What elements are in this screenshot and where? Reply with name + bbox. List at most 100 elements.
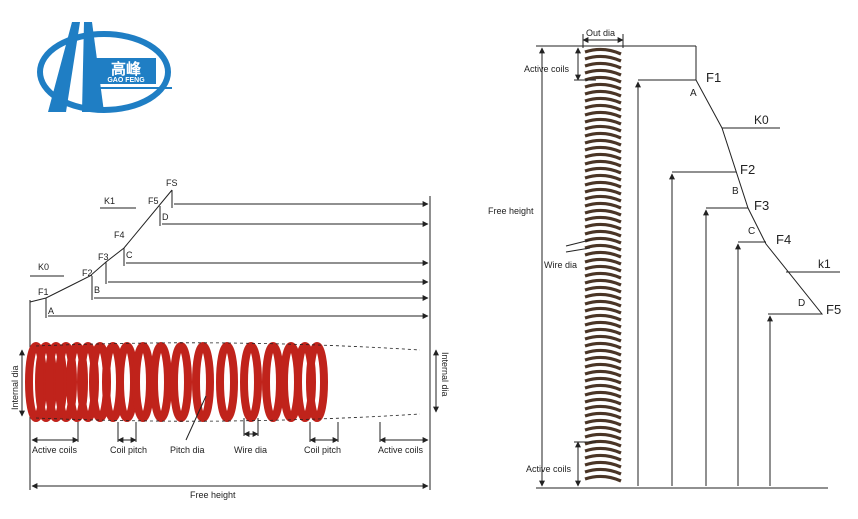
logo-english-name: GAO FENG [107, 77, 145, 84]
wire-dia-right-leader-2 [565, 247, 591, 253]
red-coil-turn [150, 342, 172, 422]
dark-coil-turn [584, 320, 622, 329]
red-coil-turn [116, 342, 138, 422]
right-spring [584, 47, 622, 483]
left-spring [25, 342, 421, 422]
dark-coil-turn [584, 292, 622, 301]
left-label-b: B [94, 285, 100, 295]
dark-coil-turn [584, 194, 622, 203]
dark-coil-turn [584, 103, 622, 112]
internal-dia-left-label: Internal dia [10, 365, 20, 410]
dark-coil-turn [584, 432, 622, 441]
active-coils-left-label: Active coils [32, 445, 78, 455]
dark-coil-turn [584, 341, 622, 350]
active-coils-top-label: Active coils [524, 64, 570, 74]
right-label-f5: F5 [826, 302, 841, 317]
pitch-dia-label: Pitch dia [170, 445, 205, 455]
logo-mountain-right [82, 22, 104, 112]
dark-coil-turn [584, 411, 622, 420]
dark-coil-turn [584, 348, 622, 357]
wire-dia-left-label: Wire dia [234, 445, 267, 455]
dark-coil-turn [584, 250, 622, 259]
pitch-dia-outline [35, 342, 421, 422]
right-label-f3: F3 [754, 198, 769, 213]
dark-coil-turn [584, 327, 622, 336]
logo-mountain-left [48, 22, 80, 112]
dark-coil-turn [584, 390, 622, 399]
dark-coil-turn [584, 138, 622, 147]
dark-coil-turn [584, 152, 622, 161]
pitch-dia-leader [185, 395, 207, 441]
dark-coil-turn [584, 89, 622, 98]
red-coil-turn [192, 342, 214, 422]
dark-coil-turn [584, 264, 622, 273]
dark-coil-turn [584, 131, 622, 140]
dark-coil-turn [584, 334, 622, 343]
red-coil-turn [306, 342, 328, 422]
dark-coil-turn [584, 460, 622, 469]
coil-pitch-right-label: Coil pitch [304, 445, 341, 455]
dark-coil-turn [584, 278, 622, 287]
dark-coil-turn [584, 54, 622, 63]
gaofeng-logo: 高峰 GAO FENG [37, 22, 172, 113]
dark-coil-turn [584, 173, 622, 182]
dark-coil-turn [584, 418, 622, 427]
active-coils-right-label: Active coils [378, 445, 424, 455]
left-label-f1: F1 [38, 287, 49, 297]
dark-coil-turn [584, 187, 622, 196]
dark-coil-turn [584, 215, 622, 224]
logo-chinese-name: 高峰 [111, 60, 142, 78]
dark-coil-turn [584, 222, 622, 231]
dark-coil-turn [584, 369, 622, 378]
dark-coil-turn [584, 376, 622, 385]
right-label-f4: F4 [776, 232, 791, 247]
internal-dia-right-label: Internal dia [440, 352, 450, 397]
free-height-right-label: Free height [488, 206, 534, 216]
dark-coil-turn [584, 159, 622, 168]
out-dia-label: Out dia [586, 28, 615, 38]
right-label-f1: F1 [706, 70, 721, 85]
dark-coil-turn [584, 313, 622, 322]
left-load-labels: F1 F2 F3 F4 F5 FS K0 K1 A B C D [38, 178, 178, 316]
dark-coil-turn [584, 299, 622, 308]
red-coil-turn [132, 342, 154, 422]
left-dimension-labels: Internal dia Internal dia Active coils C… [10, 352, 450, 500]
left-dimensions [19, 349, 439, 489]
right-load-profile [695, 46, 824, 315]
red-coil-turn [240, 342, 262, 422]
dark-coil-turn [584, 124, 622, 133]
dark-coil-turn [584, 355, 622, 364]
coil-pitch-left-label: Coil pitch [110, 445, 147, 455]
left-label-fs: FS [166, 178, 178, 188]
logo-band [96, 58, 156, 84]
dark-coil-turn [584, 201, 622, 210]
dark-coil-turn [584, 243, 622, 252]
free-height-left-label: Free height [190, 490, 236, 500]
dark-coil-turn [584, 145, 622, 154]
left-label-k0: K0 [38, 262, 49, 272]
left-label-f3: F3 [98, 252, 109, 262]
right-label-f2: F2 [740, 162, 755, 177]
right-label-k1: k1 [818, 257, 831, 271]
right-diagram-labels: Out dia Active coils Free height Wire di… [488, 28, 841, 474]
dark-coil-turn [584, 306, 622, 315]
red-coil-turn [216, 342, 238, 422]
left-load-diagram [29, 189, 431, 490]
right-label-c: C [748, 226, 755, 237]
red-coil-turn [262, 342, 284, 422]
left-label-d: D [162, 212, 169, 222]
dark-coil-turn [584, 285, 622, 294]
logo-ring [37, 31, 171, 113]
dark-coil-turn [584, 425, 622, 434]
dark-coil-turn [584, 467, 622, 476]
dark-coil-turn [584, 180, 622, 189]
wire-dia-right-leader-1 [565, 239, 591, 247]
dark-coil-turn [584, 68, 622, 77]
dark-coil-turn [584, 439, 622, 448]
left-label-c: C [126, 250, 133, 260]
dark-coil-turn [584, 362, 622, 371]
red-coil-turn [170, 342, 192, 422]
right-diagram-lines [536, 34, 840, 489]
